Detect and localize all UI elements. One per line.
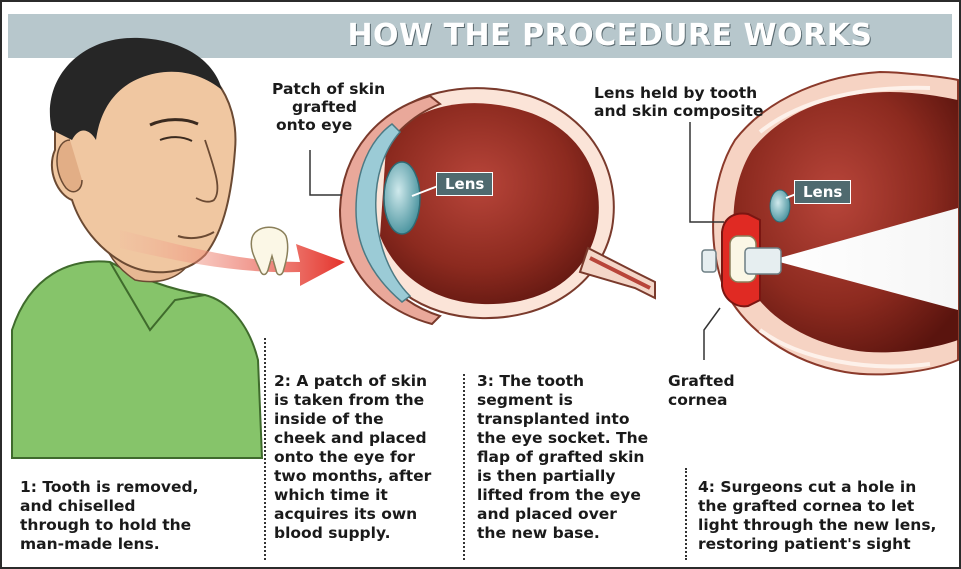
lens-label-eye: Lens (436, 172, 493, 196)
step-1-line: 1: Tooth is removed, (20, 478, 199, 497)
prosthetic-lens (745, 248, 781, 274)
patch-label-line: onto eye (272, 116, 385, 134)
step-2-line: which time it (274, 486, 431, 505)
step-3-number: 3: (477, 372, 494, 390)
cornea-label-line: Grafted (668, 372, 735, 391)
step-2-line: onto the eye for (274, 448, 431, 467)
step-4-line: light through the new lens, (698, 516, 936, 535)
step-3-line: transplanted into (477, 410, 648, 429)
step-2-line: blood supply. (274, 524, 431, 543)
step-2-line: is taken from the (274, 391, 431, 410)
step-3-line: flap of grafted skin (477, 448, 648, 467)
eye-lens (384, 162, 420, 234)
step-3-line: the new base. (477, 524, 648, 543)
step-2-number: 2: (274, 372, 291, 390)
step-2-line-text: A patch of skin (296, 372, 427, 390)
eye4-lens-disc (770, 190, 790, 222)
cornea-label-line: cornea (668, 391, 735, 410)
step-1-line: through to hold the (20, 516, 199, 535)
step-3-line-text: The tooth (499, 372, 584, 390)
step-3-line: segment is (477, 391, 648, 410)
step-4-line: 4: Surgeons cut a hole in (698, 478, 936, 497)
patch-of-skin-label: Patch of skin grafted onto eye (272, 80, 385, 134)
step-2-line: inside of the (274, 410, 431, 429)
separator-3 (685, 468, 687, 560)
step-4-line: the grafted cornea to let (698, 497, 936, 516)
step-3-line: and placed over (477, 505, 648, 524)
step-2-line: cheek and placed (274, 429, 431, 448)
step-1-number: 1: (20, 478, 37, 496)
step-2-line: 2: A patch of skin (274, 372, 431, 391)
step-3-line: 3: The tooth (477, 372, 648, 391)
step-3-line: is then partially (477, 467, 648, 486)
lens-stub-left (702, 250, 716, 272)
lens-label-right: Lens (794, 180, 851, 204)
step-1-line: and chiselled (20, 497, 199, 516)
step-4-text: 4: Surgeons cut a hole in the grafted co… (698, 478, 936, 554)
step-1-line-text: Tooth is removed, (42, 478, 198, 496)
step-1-text: 1: Tooth is removed, and chiselled throu… (20, 478, 199, 554)
lens-held-line: and skin composite (594, 102, 763, 120)
patch-label-line: grafted (272, 98, 385, 116)
step-2-text: 2: A patch of skin is taken from the ins… (274, 372, 431, 543)
step-2-line: two months, after (274, 467, 431, 486)
step-2-line: acquires its own (274, 505, 431, 524)
step-4-line: restoring patient's sight (698, 535, 936, 554)
man-shirt (12, 261, 262, 458)
skin-patch-pointer (310, 150, 342, 195)
step-3-line: lifted from the eye (477, 486, 648, 505)
lens-held-label: Lens held by tooth and skin composite (594, 84, 763, 120)
step-4-line-text: Surgeons cut a hole in (720, 478, 916, 496)
grafted-cornea-label: Grafted cornea (668, 372, 735, 410)
cornea-pointer (704, 308, 720, 360)
step-1-line: man-made lens. (20, 535, 199, 554)
separator-2 (463, 374, 465, 560)
step-4-number: 4: (698, 478, 715, 496)
patch-label-line: Patch of skin (272, 80, 385, 98)
step-3-text: 3: The tooth segment is transplanted int… (477, 372, 648, 543)
lens-held-line: Lens held by tooth (594, 84, 763, 102)
separator-1 (264, 338, 266, 560)
step-3-line: the eye socket. The (477, 429, 648, 448)
